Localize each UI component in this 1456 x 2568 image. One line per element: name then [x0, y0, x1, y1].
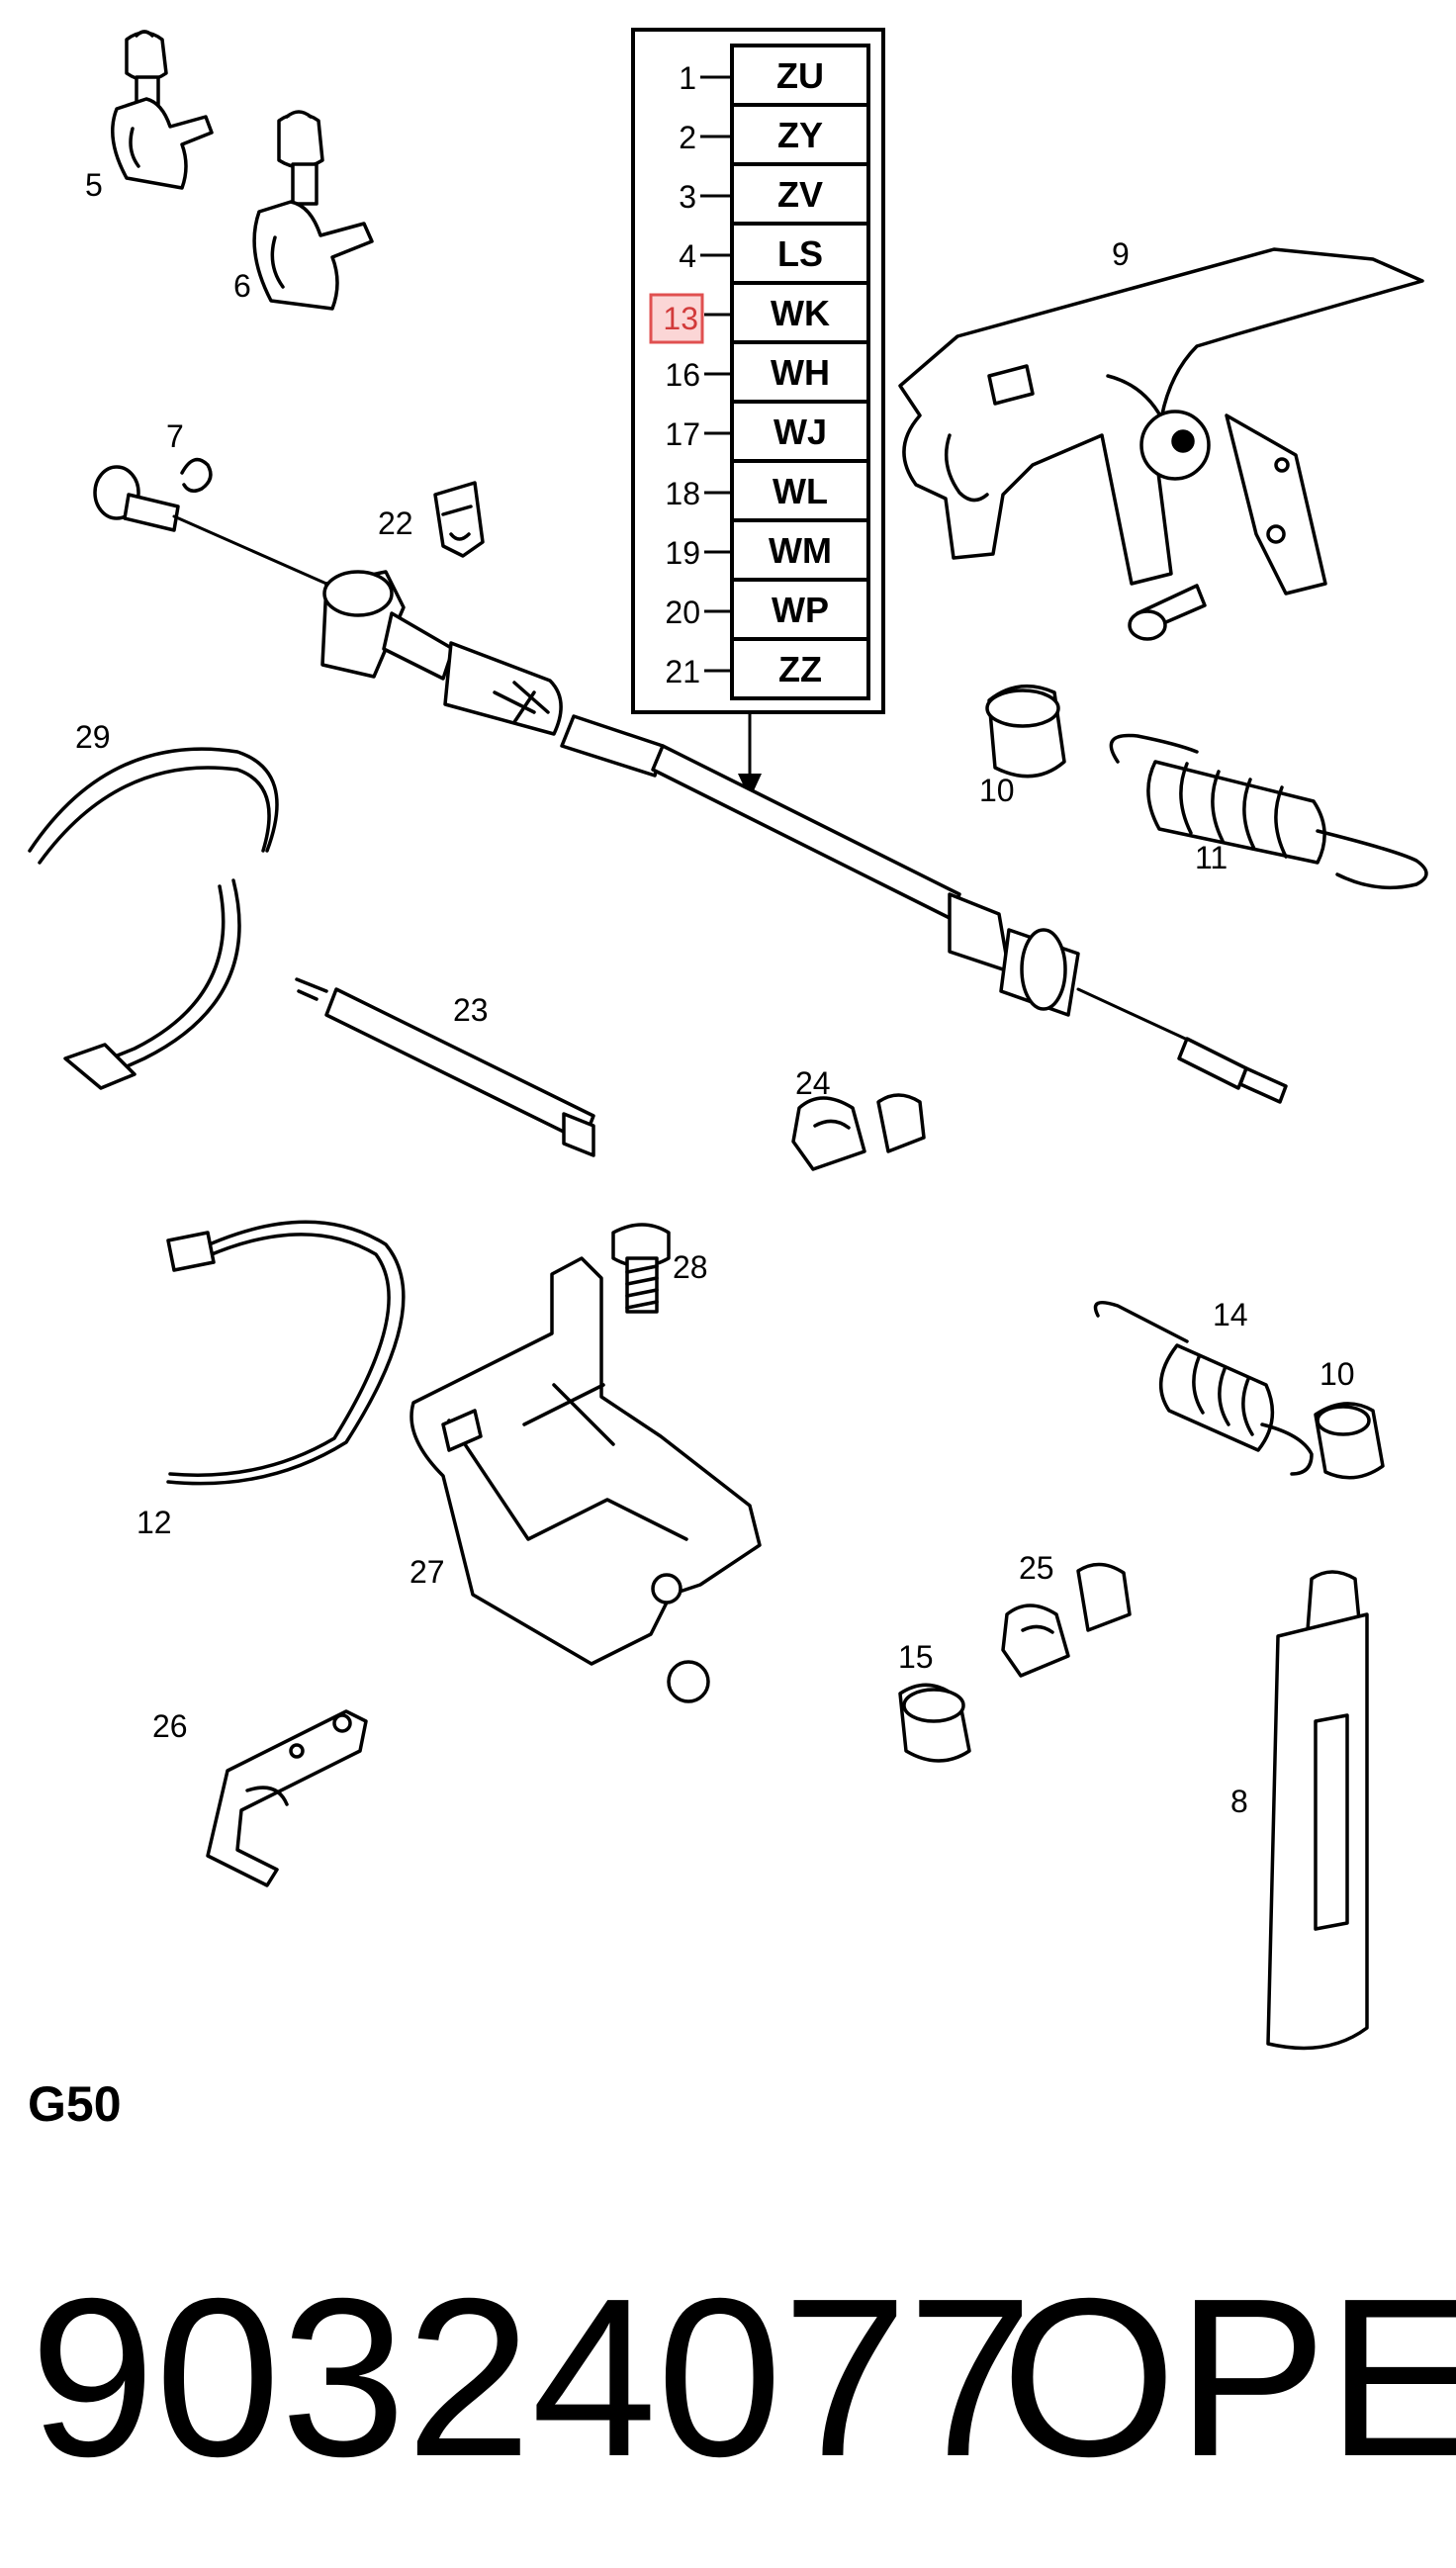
- part-number: 90324077: [30, 2252, 1034, 2504]
- callout-14: 14: [1213, 1297, 1248, 1332]
- callout-10-lower: 10: [1320, 1356, 1355, 1392]
- callout-7: 7: [166, 418, 184, 454]
- spring-part-14: [1093, 1300, 1314, 1476]
- variant-code: WM: [769, 530, 832, 571]
- retaining-clip-part-22: [433, 481, 485, 558]
- variant-code: ZY: [777, 115, 823, 155]
- variant-code: WK: [771, 293, 830, 333]
- table-callout: 21: [665, 654, 700, 689]
- small-bracket-part-26: [206, 1709, 368, 1887]
- double-clip-part-25: [1001, 1562, 1132, 1678]
- table-callout: 16: [665, 357, 700, 393]
- cable-tie-part-29: [28, 747, 279, 1090]
- variant-code: LS: [777, 233, 823, 274]
- table-callout: 3: [679, 179, 696, 215]
- spring-clip-part-7: [180, 457, 213, 493]
- callout-23: 23: [453, 992, 489, 1028]
- variant-code: WL: [773, 471, 828, 511]
- table-callouts: 1 2 3 4 13 16 17 18 19 20 21: [663, 60, 700, 689]
- diagram-code: G50: [28, 2076, 122, 2132]
- bolt-part-28: [611, 1223, 671, 1314]
- callout-26: 26: [152, 1708, 188, 1744]
- callout-8: 8: [1230, 1784, 1248, 1819]
- highlight-box: [649, 293, 704, 344]
- part-callouts: 5 6 7 9 22 29 10 11 23 24 28 14 10 12 27…: [75, 167, 1355, 1819]
- table-callout: 2: [679, 120, 696, 155]
- pedal-bracket-part-9: [898, 247, 1424, 596]
- variant-code: WP: [772, 590, 829, 630]
- callout-25: 25: [1019, 1550, 1054, 1586]
- variant-table: [631, 28, 885, 799]
- table-callout: 20: [665, 595, 700, 630]
- table-callout: 1: [679, 60, 696, 96]
- brand-name: OPEL: [1001, 2252, 1456, 2504]
- callout-10: 10: [979, 773, 1015, 808]
- callout-9: 9: [1112, 236, 1130, 272]
- callout-11: 11: [1195, 840, 1228, 875]
- spring-part-11: [1109, 733, 1428, 890]
- grease-tube-part-8: [1266, 1570, 1369, 2051]
- callout-27: 27: [410, 1554, 445, 1590]
- callout-28: 28: [673, 1249, 708, 1285]
- callout-5: 5: [85, 167, 103, 203]
- table-callout: 4: [679, 238, 696, 274]
- variant-table-grid: [730, 44, 870, 700]
- callout-15: 15: [898, 1639, 934, 1675]
- variant-code: ZV: [777, 174, 823, 215]
- callout-24: 24: [795, 1065, 831, 1101]
- grommet-part-15: [898, 1683, 971, 1763]
- variant-code: WH: [771, 352, 830, 393]
- callout-6: 6: [233, 268, 251, 304]
- table-callout-highlighted: 13: [663, 301, 698, 336]
- double-clip-part-24: [791, 1093, 926, 1171]
- clip-part-5: [111, 30, 214, 190]
- table-callout: 19: [665, 535, 700, 571]
- rubber-strip-part-23: [295, 977, 595, 1157]
- variant-table-frame: [631, 28, 885, 714]
- clip-part-6: [252, 110, 374, 311]
- table-callout: 18: [665, 476, 700, 511]
- clutch-cable: [93, 465, 1288, 1104]
- variant-code: WJ: [774, 412, 827, 452]
- bolt-near-part-9: [1128, 584, 1207, 641]
- variant-code: ZZ: [778, 649, 822, 689]
- table-codes: ZU ZY ZV LS WK WH WJ WL WM WP ZZ: [769, 55, 832, 689]
- clamp-band-part-12: [166, 1220, 406, 1486]
- table-callout: 17: [665, 416, 700, 452]
- variant-code: ZU: [776, 55, 824, 96]
- callout-12: 12: [136, 1505, 172, 1540]
- callout-22: 22: [378, 505, 413, 541]
- mounting-bracket-part-27: [410, 1256, 762, 1703]
- bushing-part-10: [985, 684, 1066, 779]
- callout-29: 29: [75, 719, 111, 755]
- bushing-part-10-lower: [1314, 1402, 1385, 1480]
